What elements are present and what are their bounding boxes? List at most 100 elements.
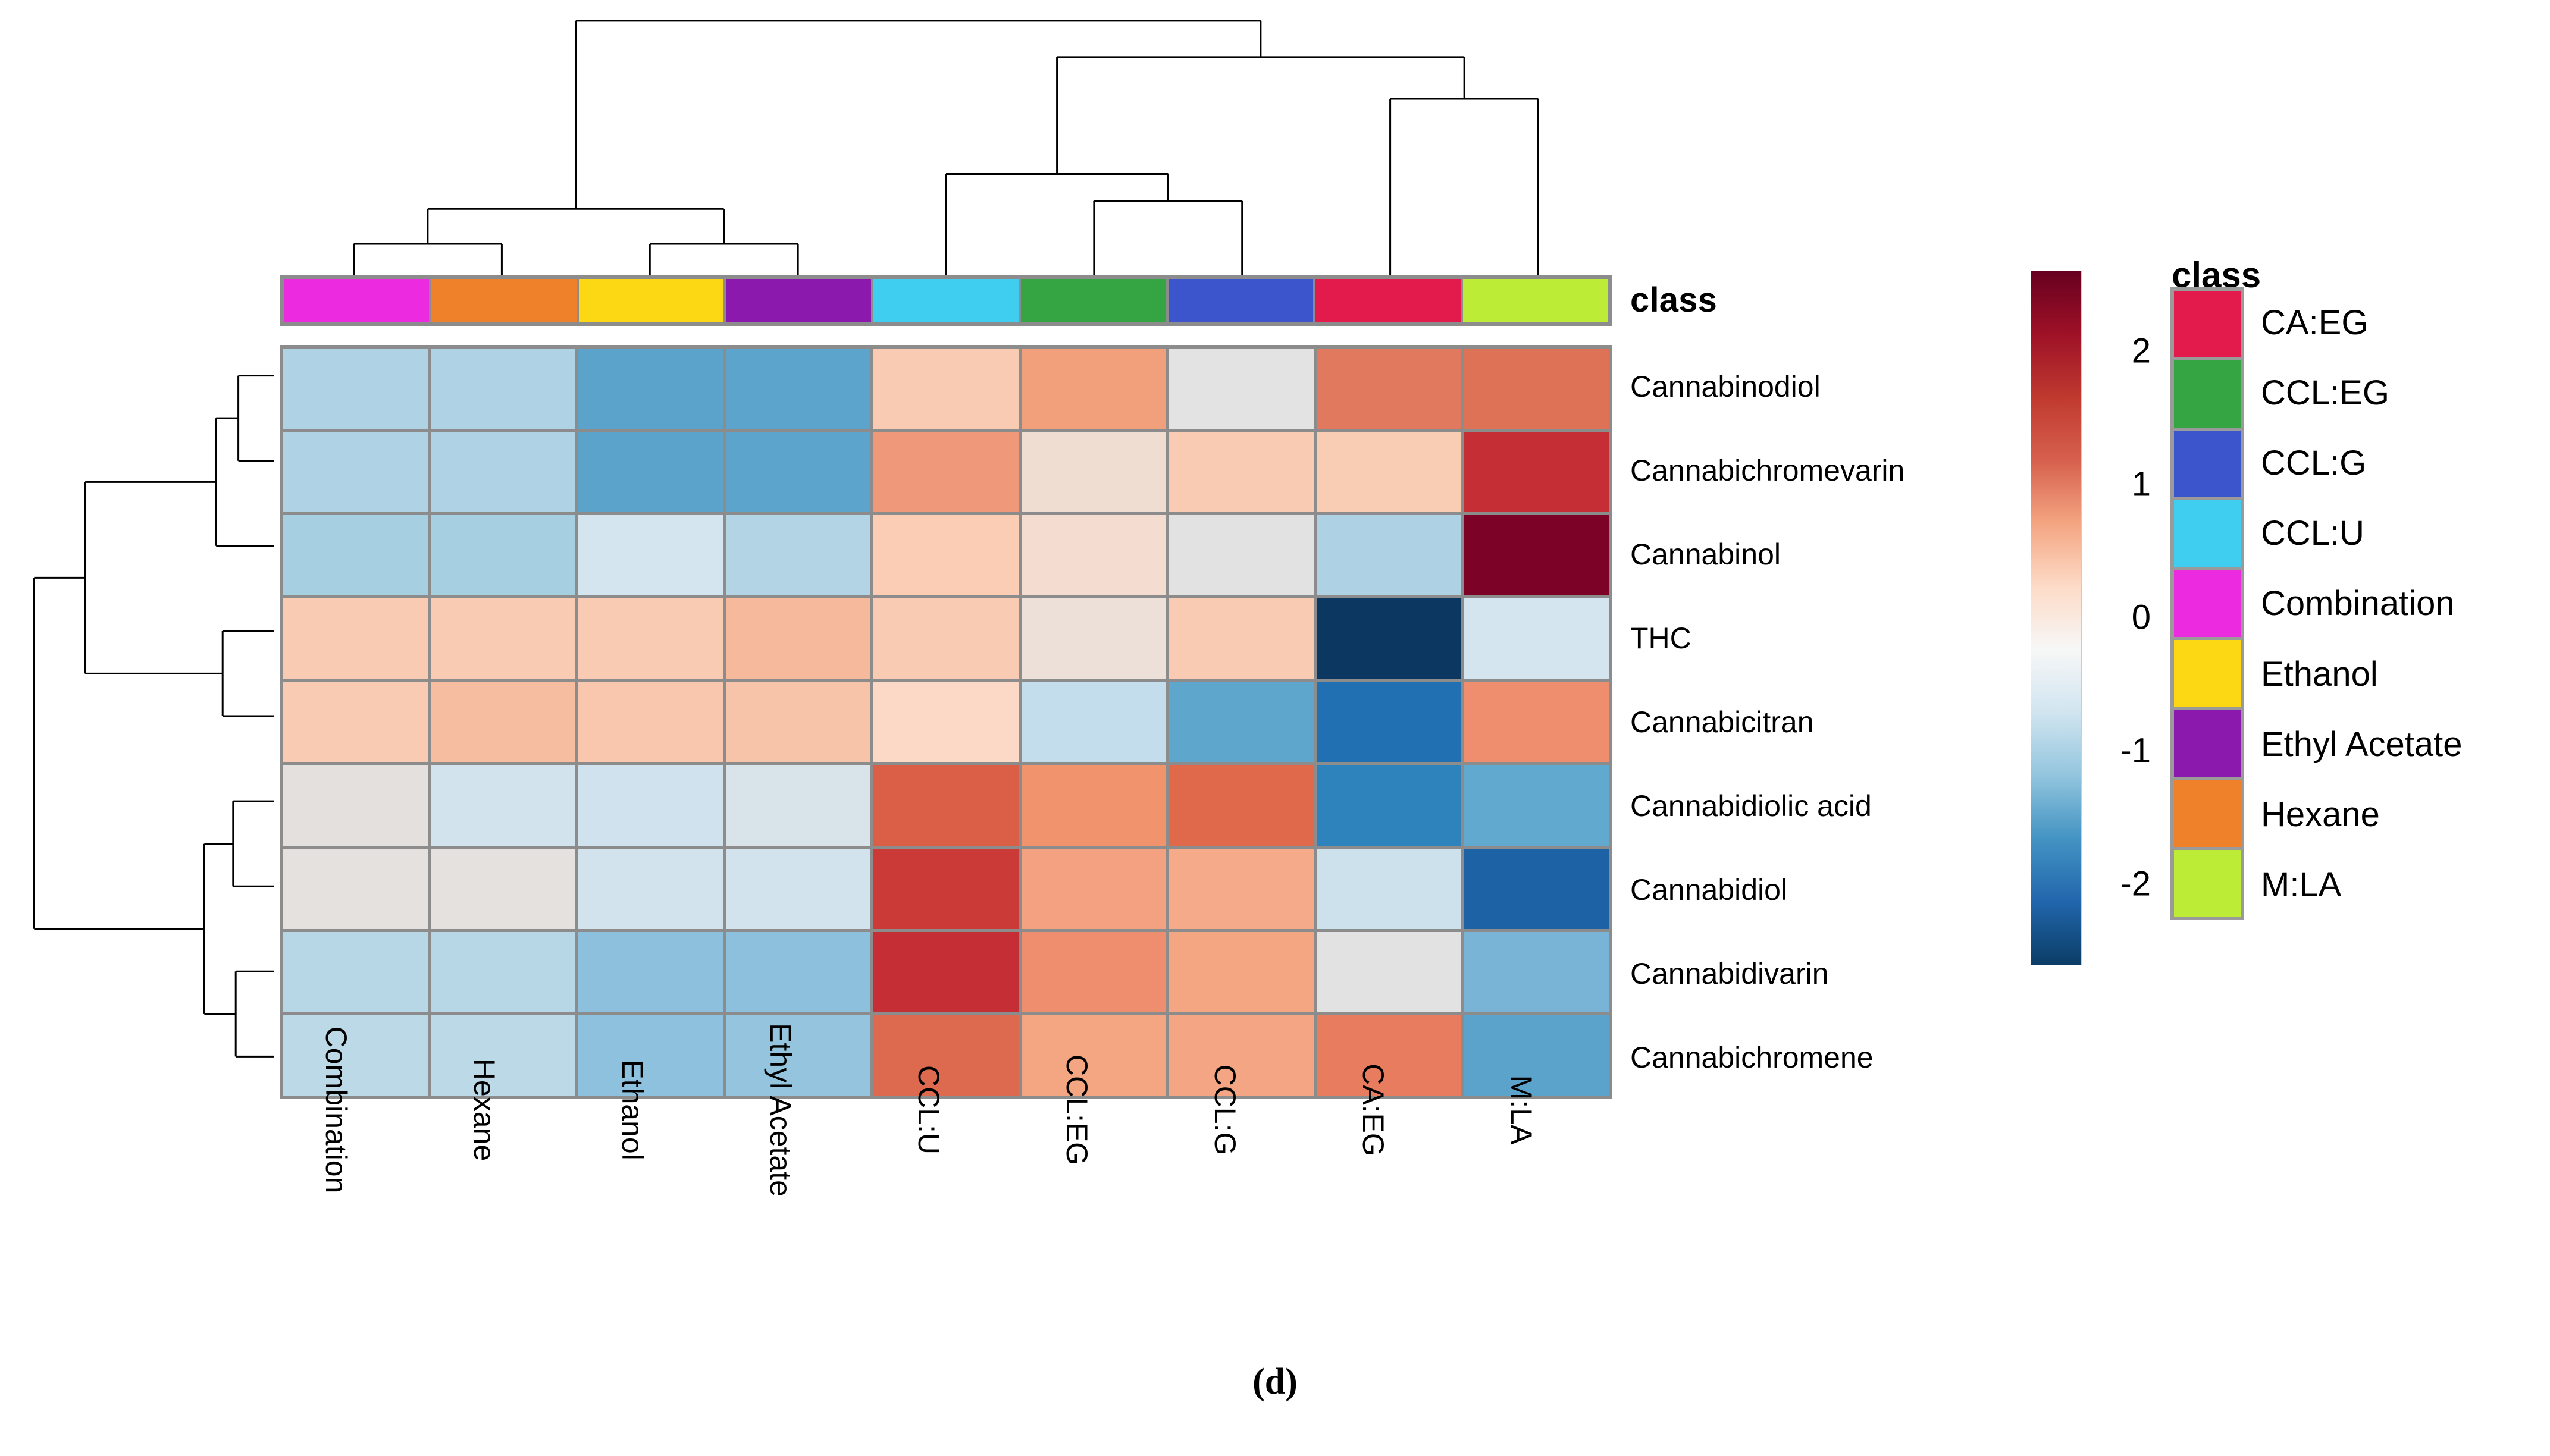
heatmap-cell — [431, 765, 576, 846]
class-swatch-ethanol — [578, 279, 724, 322]
column-label: CA:EG — [1356, 1063, 1390, 1156]
heatmap-cell — [431, 515, 576, 596]
row-label: Cannabinodiol — [1630, 370, 1821, 404]
heatmap-cell — [873, 765, 1019, 846]
heatmap-cell — [578, 432, 723, 513]
heatmap-cell — [578, 349, 723, 429]
legend-label-ethanol: Ethanol — [2261, 654, 2378, 694]
class-swatch-m-la — [1463, 279, 1609, 322]
legend-label-ccl-u: CCL:U — [2261, 514, 2365, 553]
row-dendrogram — [12, 333, 274, 1099]
heatmap-cell — [726, 1015, 871, 1096]
heatmap-cell — [1316, 931, 1461, 1012]
heatmap-cell — [726, 349, 871, 429]
heatmap-cell — [578, 765, 723, 846]
heatmap-cell — [1021, 1015, 1166, 1096]
heatmap-cell — [1021, 765, 1166, 846]
heatmap-cell — [726, 432, 871, 513]
heatmap-cell — [283, 765, 428, 846]
row-label: Cannabidivarin — [1630, 956, 1829, 990]
heatmap-cell — [1021, 349, 1166, 429]
row-label: Cannabicitran — [1630, 705, 1814, 739]
heatmap-cell — [283, 931, 428, 1012]
legend-label-m-la: M:LA — [2261, 865, 2342, 905]
heatmap-cell — [578, 682, 723, 762]
column-label: Ethanol — [616, 1059, 650, 1160]
heatmap-cell — [873, 682, 1019, 762]
heatmap-cell — [1021, 432, 1166, 513]
heatmap-cell — [1316, 682, 1461, 762]
row-label: Cannabinol — [1630, 538, 1781, 572]
heatmap-cell — [726, 848, 871, 929]
legend-swatch-ethanol — [2174, 640, 2241, 707]
heatmap-cell — [1464, 682, 1609, 762]
class-swatch-ccl-u — [873, 279, 1019, 322]
heatmap-cell — [1169, 598, 1314, 679]
heatmap-cell — [726, 765, 871, 846]
heatmap-cell — [283, 432, 428, 513]
heatmap-cell — [1316, 432, 1461, 513]
heatmap-cell — [1021, 931, 1166, 1012]
class-swatch-hexane — [431, 279, 577, 322]
colorbar-tick-neg2: -2 — [2120, 864, 2151, 903]
heatmap-cell — [1021, 515, 1166, 596]
heatmap-cell — [726, 515, 871, 596]
heatmap-cell — [1169, 1015, 1314, 1096]
heatmap-cell — [873, 598, 1019, 679]
column-dendrogram — [280, 6, 1612, 275]
column-label: Ethyl Acetate — [764, 1023, 798, 1197]
heatmap-cell — [578, 1015, 723, 1096]
legend-swatch-ethyl-acetate — [2174, 710, 2241, 777]
legend-swatch-m-la — [2174, 849, 2241, 917]
heatmap-cell — [431, 349, 576, 429]
legend-label-ethyl-acetate: Ethyl Acetate — [2261, 724, 2463, 764]
heatmap-grid — [280, 345, 1612, 1099]
heatmap-cell — [1464, 598, 1609, 679]
column-label: Hexane — [468, 1058, 502, 1162]
heatmap-cell — [431, 682, 576, 762]
class-swatch-ccl-eg — [1020, 279, 1166, 322]
heatmap-cell — [283, 598, 428, 679]
heatmap-cell — [1316, 1015, 1461, 1096]
heatmap-cell — [873, 432, 1019, 513]
column-label: Combination — [319, 1026, 353, 1194]
row-label: THC — [1630, 622, 1691, 655]
column-class-color-strip — [280, 275, 1612, 326]
heatmap-cell — [578, 848, 723, 929]
heatmap-cell — [1316, 765, 1461, 846]
colorbar-tick-1: 1 — [2131, 465, 2151, 504]
heatmap-cell — [431, 432, 576, 513]
legend-label-ccl-g: CCL:G — [2261, 444, 2367, 483]
legend-label-hexane: Hexane — [2261, 795, 2380, 834]
heatmap-cell — [1464, 765, 1609, 846]
heatmap-cell — [1169, 682, 1314, 762]
heatmap-cell — [283, 1015, 428, 1096]
heatmap-cell — [431, 931, 576, 1012]
row-label: Cannabichromevarin — [1630, 454, 1905, 488]
legend-label-combination: Combination — [2261, 584, 2455, 623]
heatmap-cell — [578, 598, 723, 679]
heatmap-cell — [726, 931, 871, 1012]
heatmap-cell — [431, 1015, 576, 1096]
heatmap-cell — [283, 515, 428, 596]
legend-label-ccl-eg: CCL:EG — [2261, 373, 2389, 412]
legend-swatch-column — [2170, 287, 2244, 920]
heatmap-cell — [1464, 931, 1609, 1012]
colorbar-tick-0: 0 — [2131, 598, 2151, 637]
heatmap-cell — [1464, 848, 1609, 929]
heatmap-cell — [726, 598, 871, 679]
legend-swatch-ccl-g — [2174, 430, 2241, 498]
heatmap-cell — [1169, 515, 1314, 596]
row-label: Cannabidiolic acid — [1630, 789, 1872, 823]
heatmap-cell — [283, 848, 428, 929]
heatmap-cell — [873, 349, 1019, 429]
legend-swatch-ccl-eg — [2174, 360, 2241, 428]
heatmap-cell — [726, 682, 871, 762]
column-label: M:LA — [1504, 1075, 1538, 1145]
heatmap-cell — [873, 1015, 1019, 1096]
figure-caption: (d) — [1252, 1361, 1298, 1402]
colorbar-gradient — [2031, 271, 2082, 965]
